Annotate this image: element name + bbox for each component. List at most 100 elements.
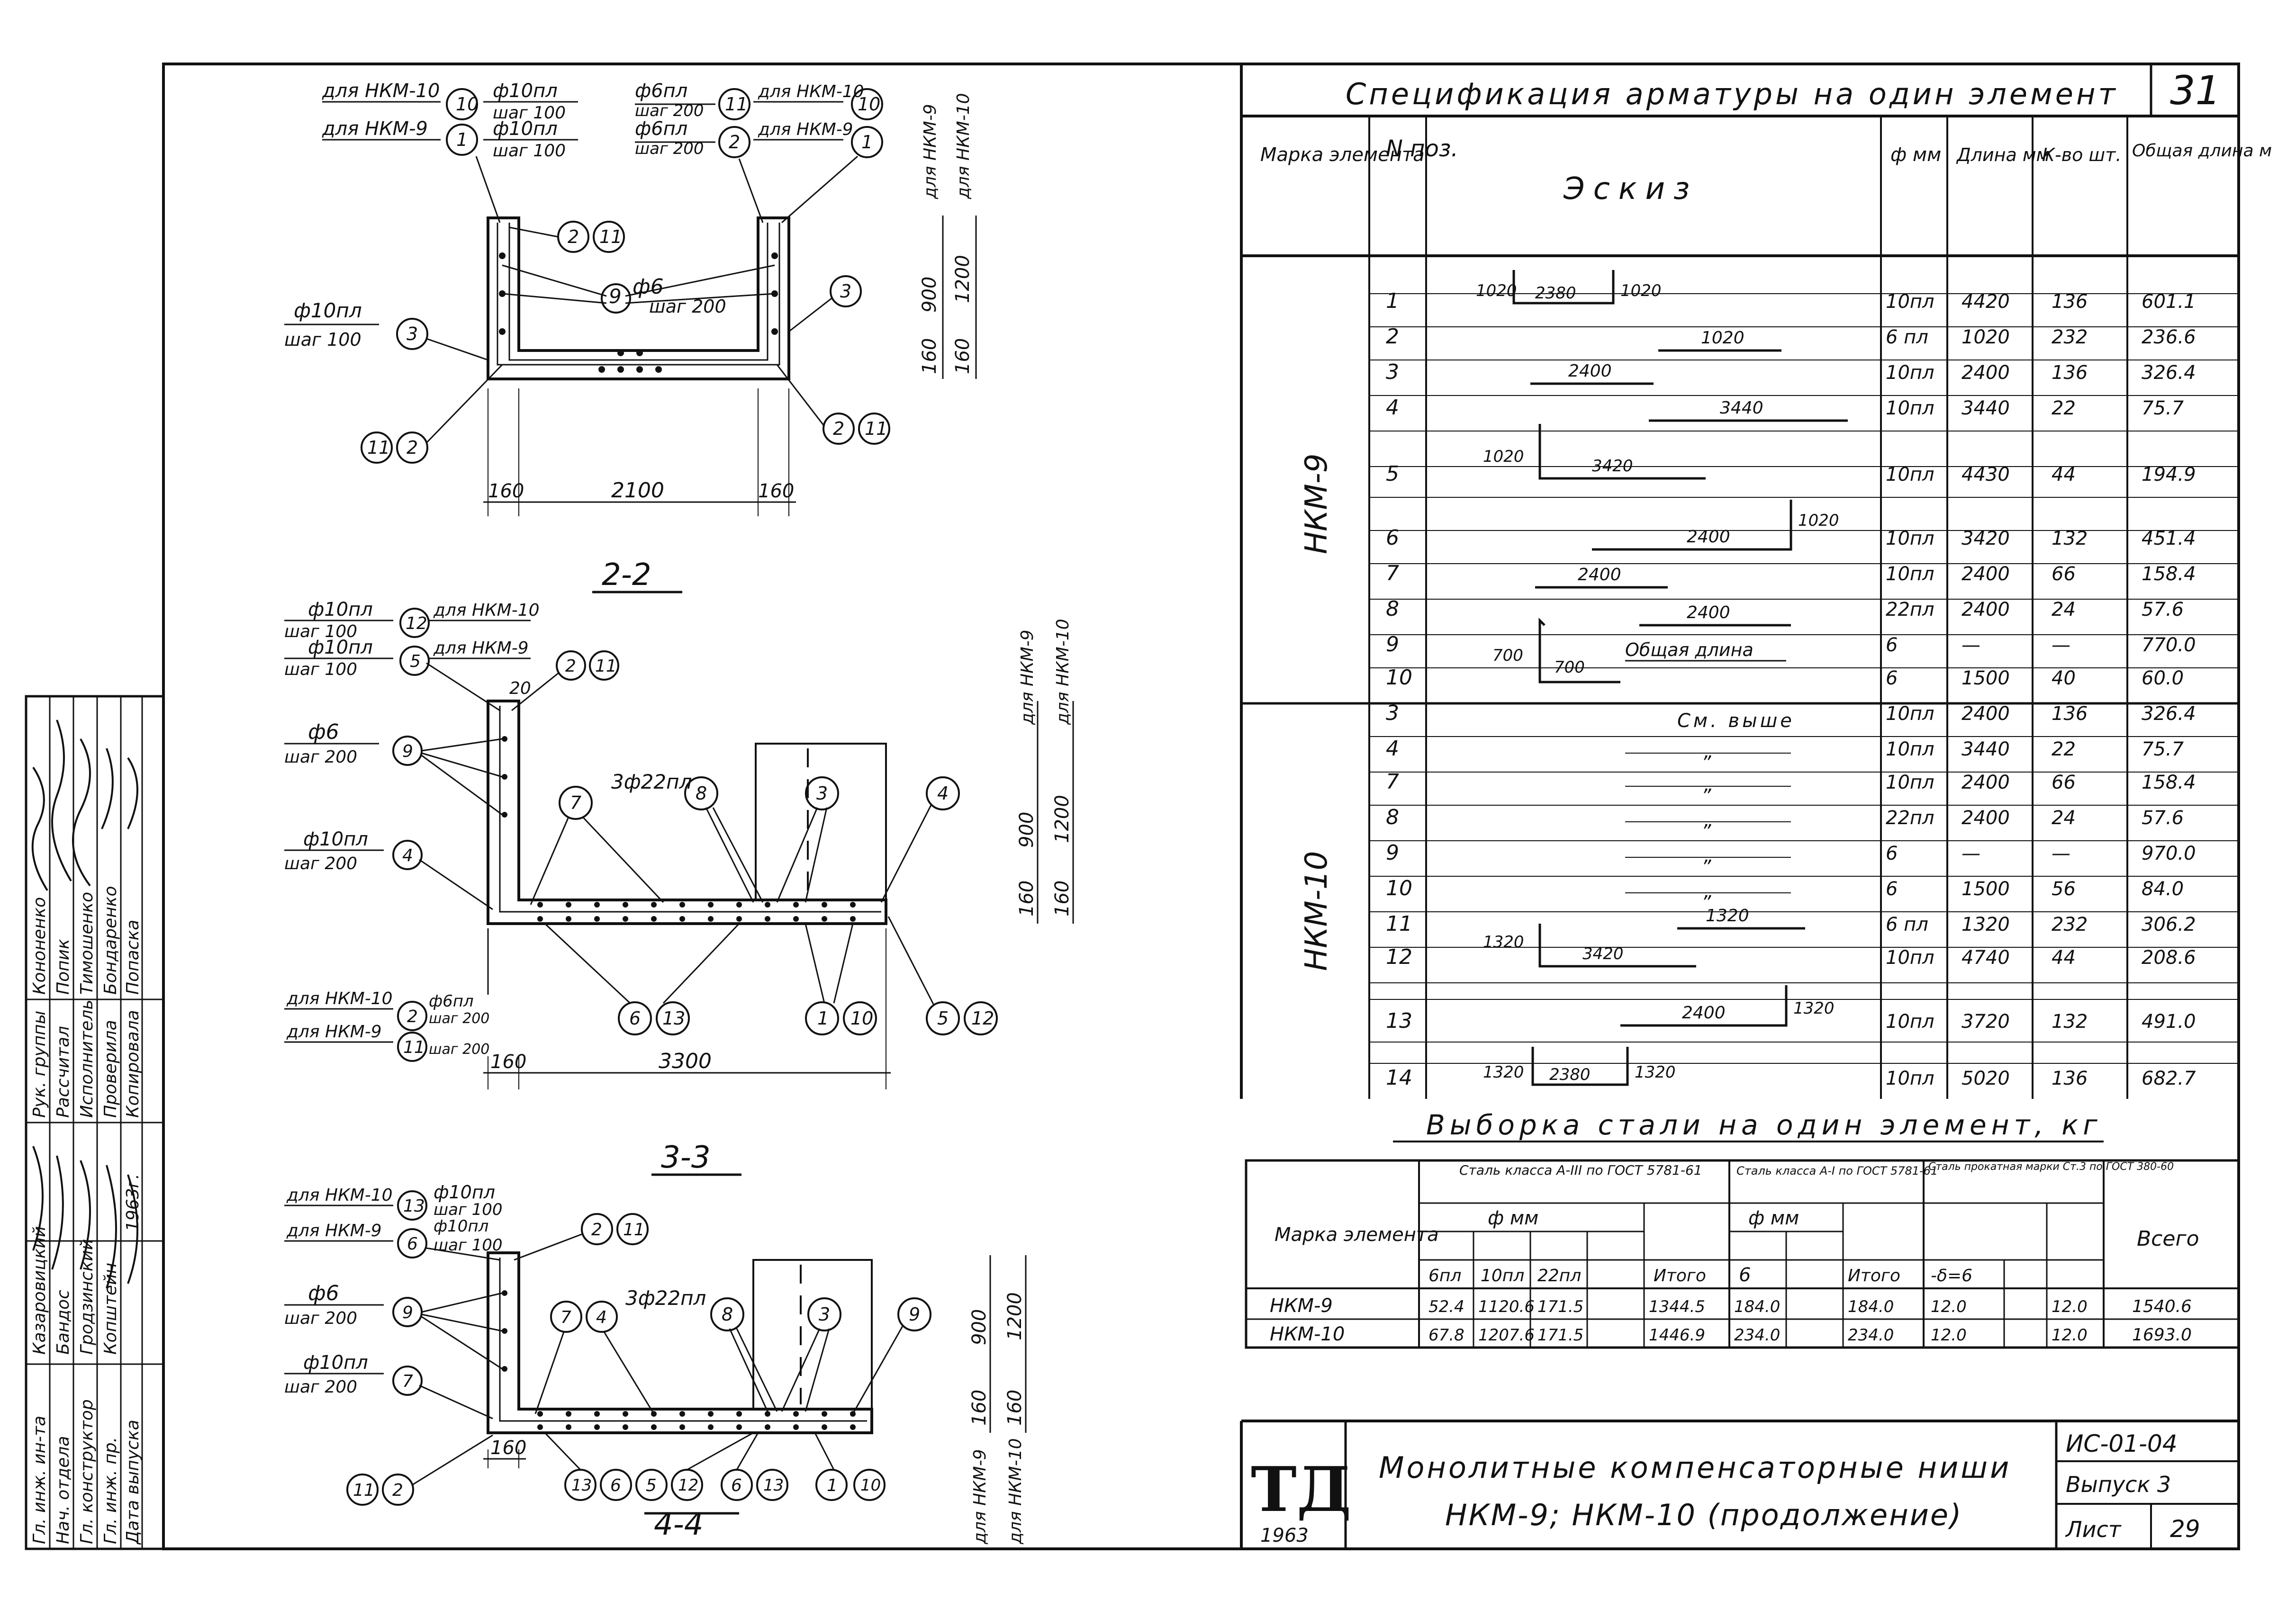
svg-text:13: 13 — [403, 1196, 425, 1216]
spec-dia: 10пл — [1886, 291, 1934, 313]
top-section-drawing: для НКМ-10 10 ф10пл шаг 100 для НКМ-9 1 … — [284, 80, 977, 516]
dim22-h4: 160 — [1051, 881, 1073, 917]
dim22-w2: 3300 — [659, 1049, 712, 1073]
svg-text:1: 1 — [861, 132, 873, 153]
spec-dia: 22пл — [1886, 807, 1934, 829]
stamp-name-1: Кононенко — [30, 897, 49, 995]
dim33-h2: 1200 — [1004, 1292, 1026, 1340]
steel-a3-10pl: 1120.6 — [1478, 1297, 1535, 1316]
svg-text:2380: 2380 — [1549, 1065, 1591, 1084]
steel-prof-total: 12.0 — [2052, 1297, 2088, 1316]
title-block: ТД 1963 Монолитные компенсаторные ниши Н… — [1240, 1420, 2239, 1549]
dim-top-w2: 2100 — [611, 478, 664, 503]
steel-head-dia-a3: ф мм — [1488, 1207, 1538, 1229]
dim33-h1: 900 — [968, 1309, 990, 1345]
lbl33-bars8: 3ф22пл — [625, 1286, 706, 1310]
dim-top-h1: 900 — [919, 277, 940, 313]
steel-all: 1693.0 — [2132, 1325, 2192, 1345]
spec-pos: 10 — [1386, 665, 1412, 690]
svg-text:11: 11 — [595, 656, 617, 676]
lbl33-step100-a: шаг 100 — [434, 1200, 503, 1219]
lbl22-v-for10: для НКМ-10 — [1053, 619, 1073, 726]
stamp-role-3: Исполнитель — [77, 999, 97, 1118]
stamp-name2-1: Казаровицкий — [30, 1226, 49, 1355]
spec-total: 75.7 — [2142, 738, 2184, 760]
stamp-name2-2: Бандос — [54, 1290, 73, 1355]
svg-text:9: 9 — [609, 285, 622, 308]
svg-text:5: 5 — [646, 1476, 657, 1495]
sheet-frame — [162, 63, 2240, 1550]
steel-a1-total: 184.0 — [1848, 1297, 1894, 1316]
spec-qty: 44 — [2052, 464, 2076, 485]
spec-qty: 136 — [2052, 291, 2088, 313]
dim22-h1: 900 — [1016, 812, 1038, 848]
dim-top-h4: 160 — [952, 338, 974, 374]
lbl33-step100-b: шаг 100 — [434, 1236, 503, 1255]
spec-dia: 10пл — [1886, 772, 1934, 793]
lbl-d10pl-a: ф10пл — [493, 80, 558, 102]
steel-a1: 234.0 — [1734, 1326, 1780, 1345]
dim33-w1: 160 — [490, 1437, 526, 1459]
spec-pos: 13 — [1386, 1009, 1412, 1033]
svg-text:700: 700 — [1554, 658, 1585, 677]
spec-len: 3440 — [1962, 738, 2010, 760]
svg-text:2380: 2380 — [1535, 284, 1576, 303]
steel-a3-6pl: 52.4 — [1428, 1297, 1464, 1316]
spec-len: 1500 — [1962, 878, 2010, 900]
svg-text:13: 13 — [662, 1008, 685, 1029]
svg-text:1320: 1320 — [1706, 906, 1749, 926]
steel-a1-total: 234.0 — [1848, 1326, 1894, 1345]
spec-len: 1320 — [1962, 914, 2010, 935]
sheet-no: 29 — [2170, 1515, 2200, 1543]
svg-text:3440: 3440 — [1720, 398, 1763, 418]
spec-len: 5020 — [1962, 1068, 2010, 1089]
lbl33-for9: для НКМ-9 — [286, 1221, 382, 1240]
spec-total: 326.4 — [2142, 362, 2196, 384]
spec-total: 451.4 — [2142, 528, 2196, 549]
spec-total: 326.4 — [2142, 703, 2196, 725]
svg-text:1320: 1320 — [1635, 1063, 1676, 1082]
spec-dia: 10пл — [1886, 1011, 1934, 1033]
svg-text:Общая длина: Общая длина — [1625, 639, 1754, 660]
stamp-role-1: Рук. группы — [30, 1011, 49, 1118]
spec-pos: 4 — [1386, 396, 1399, 420]
steel-a1: 184.0 — [1734, 1297, 1780, 1316]
spec-head-qty: К-во шт. — [2042, 144, 2121, 165]
stamp-role2-4: Гл. инж. пр. — [101, 1437, 120, 1544]
spec-dia: 10пл — [1886, 947, 1934, 969]
spec-len: 2400 — [1962, 772, 2010, 793]
title-line2: НКМ-9; НКМ-10 (продолжение) — [1445, 1498, 1962, 1532]
steel-prof: 12.0 — [1931, 1326, 1967, 1345]
spec-qty: 22 — [2052, 397, 2076, 419]
svg-text:7: 7 — [560, 1308, 571, 1327]
spec-pos: 9 — [1386, 632, 1399, 656]
spec-table: Спецификация арматуры на один элемент 31… — [1241, 64, 2272, 1099]
steel-col-total-a3: Итого — [1654, 1266, 1706, 1285]
svg-text:6: 6 — [407, 1234, 418, 1254]
steel-head-a1: Сталь класса А-I по ГОСТ 5781-61 — [1736, 1164, 1938, 1178]
spec-sketches: 1020 2380 1020 1020 2400 3440 1020 3420 … — [1476, 270, 1848, 1086]
issue: Выпуск 3 — [2066, 1472, 2171, 1497]
svg-text:700: 700 — [1492, 646, 1523, 665]
spec-qty: 66 — [2052, 772, 2076, 793]
spec-pos: 14 — [1386, 1066, 1412, 1090]
td-year: 1963 — [1260, 1525, 1309, 1546]
svg-text:2: 2 — [407, 1007, 418, 1026]
lbl22-d10pl-b: ф10пл — [308, 637, 373, 658]
svg-text:9: 9 — [402, 1303, 413, 1322]
steel-col-a1: 6 — [1739, 1264, 1751, 1286]
spec-pos: 12 — [1386, 945, 1412, 969]
spec-dia: 10пл — [1886, 397, 1934, 419]
lbl-d10pl-b: ф10пл — [493, 118, 558, 140]
spec-len: 3720 — [1962, 1011, 2010, 1033]
spec-qty: 132 — [2052, 1011, 2088, 1033]
spec-qty: 132 — [2052, 528, 2088, 549]
lbl33-d10pl-b: ф10пл — [434, 1217, 488, 1236]
svg-text:1020: 1020 — [1701, 328, 1745, 348]
spec-head-mark: Марка элемента — [1260, 144, 1425, 166]
svg-text:„: „ — [1704, 845, 1714, 867]
spec-total: 75.7 — [2142, 397, 2184, 419]
svg-text:3: 3 — [816, 783, 828, 804]
svg-text:11: 11 — [403, 1038, 425, 1057]
